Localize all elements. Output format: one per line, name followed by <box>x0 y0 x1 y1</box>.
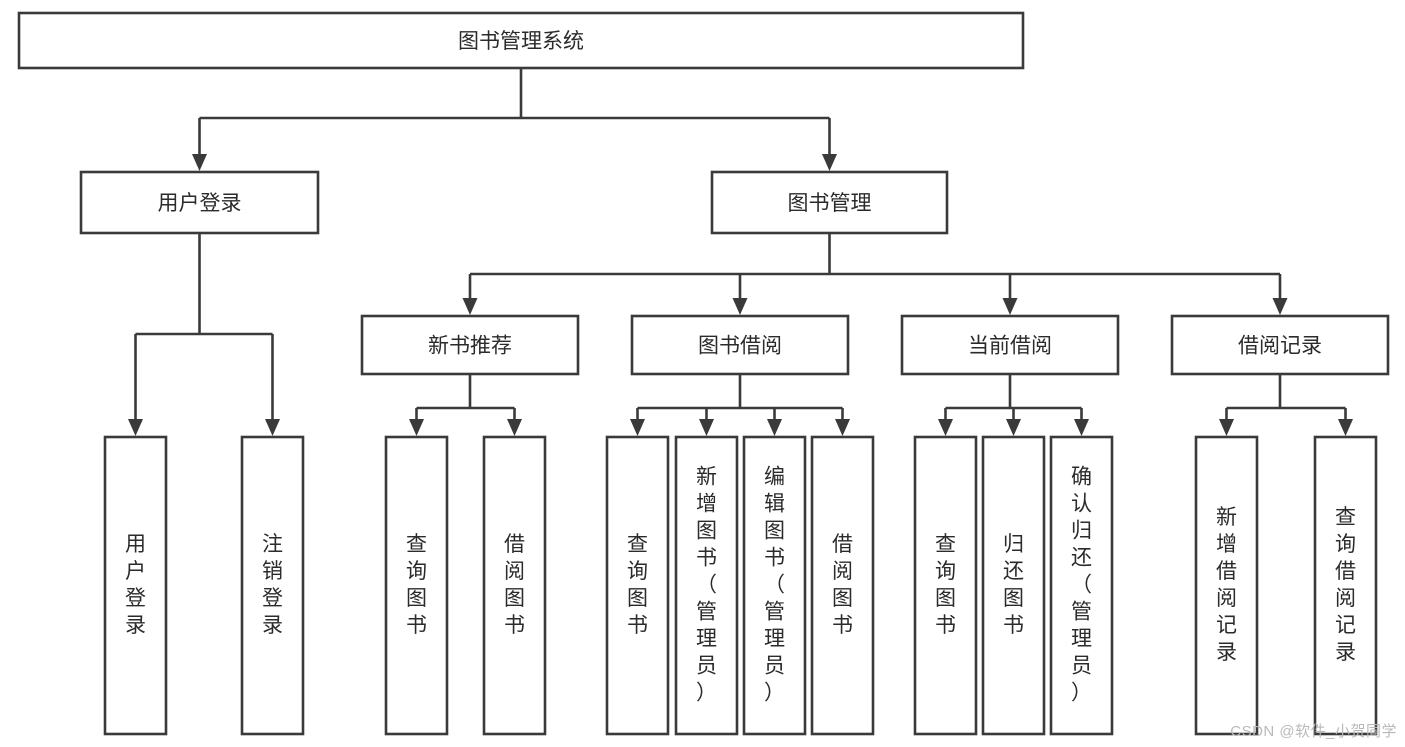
connector-layer <box>128 68 1353 436</box>
node-box[interactable] <box>1049 435 1114 736</box>
arrow-head-icon <box>507 419 522 436</box>
arrow-head-icon <box>1006 419 1021 436</box>
node-leaf-add-record[interactable]: 新增借阅记录 <box>1194 435 1259 736</box>
node-box[interactable] <box>674 435 739 736</box>
node-box[interactable] <box>900 314 1120 376</box>
arrow-head-icon <box>1074 419 1089 436</box>
node-label: 查询借阅记录 <box>1335 506 1356 664</box>
arrow-head-icon <box>192 154 207 171</box>
arrow-head-icon <box>1219 419 1234 436</box>
node-box[interactable] <box>482 435 547 736</box>
node-box[interactable] <box>605 435 670 736</box>
node-new-book-rec[interactable]: 新书推荐 <box>360 314 580 376</box>
connector-current-borrow-bus <box>938 374 1089 436</box>
node-box[interactable] <box>103 435 168 736</box>
connector-borrow-record-bus <box>1219 374 1353 436</box>
arrow-head-icon <box>699 419 714 436</box>
node-box[interactable] <box>810 435 875 736</box>
node-label: 归还图书 <box>1003 533 1024 637</box>
node-label: 借阅记录 <box>1238 335 1322 358</box>
arrow-head-icon <box>938 419 953 436</box>
node-leaf-user-login[interactable]: 用户登录 <box>103 435 168 736</box>
arrow-head-icon <box>265 419 280 436</box>
node-box[interactable] <box>384 435 449 736</box>
node-leaf-return-book[interactable]: 归还图书 <box>981 435 1046 736</box>
connector-new-book-rec-bus <box>409 374 522 436</box>
node-book-borrow[interactable]: 图书借阅 <box>630 314 850 376</box>
connector-root-bus <box>192 68 837 171</box>
connector-user-login-bus <box>128 233 280 436</box>
node-label: 当前借阅 <box>968 335 1052 358</box>
node-label: 查询图书 <box>406 533 427 637</box>
node-label: 用户登录 <box>158 192 242 215</box>
node-box[interactable] <box>742 435 807 736</box>
csdn-watermark: CSDN @软件_小贺同学 <box>1230 723 1397 740</box>
node-box[interactable] <box>981 435 1046 736</box>
node-label: 图书借阅 <box>698 335 782 358</box>
arrow-head-icon <box>1002 298 1018 315</box>
node-leaf-query-book-1[interactable]: 查询图书 <box>384 435 449 736</box>
node-user-login[interactable]: 用户登录 <box>79 170 320 235</box>
node-leaf-query-book-2[interactable]: 查询图书 <box>605 435 670 736</box>
node-label: 用户登录 <box>125 533 146 637</box>
node-label: 查询图书 <box>935 533 956 637</box>
node-root-root[interactable]: 图书管理系统 <box>17 11 1025 70</box>
arrow-head-icon <box>767 419 782 436</box>
node-layer: 图书管理系统用户登录图书管理新书推荐图书借阅当前借阅借阅记录用户登录注销登录查询… <box>17 11 1390 736</box>
node-label: 图书管理 <box>788 192 872 215</box>
node-leaf-logout[interactable]: 注销登录 <box>240 435 305 736</box>
node-leaf-edit-book[interactable]: 编辑图书（管理员） <box>742 435 807 736</box>
node-box[interactable] <box>240 435 305 736</box>
node-box[interactable] <box>17 11 1025 70</box>
node-box[interactable] <box>79 170 320 235</box>
node-leaf-confirm-return[interactable]: 确认归还（管理员） <box>1049 435 1114 736</box>
node-borrow-record[interactable]: 借阅记录 <box>1170 314 1390 376</box>
node-box[interactable] <box>710 170 949 235</box>
node-leaf-borrow-book-1[interactable]: 借阅图书 <box>482 435 547 736</box>
node-box[interactable] <box>630 314 850 376</box>
arrow-head-icon <box>732 298 748 315</box>
node-label: 新增借阅记录 <box>1216 506 1237 664</box>
node-label: 新增图书（管理员） <box>696 465 717 704</box>
node-label: 借阅图书 <box>832 533 853 637</box>
node-label: 确认归还（管理员） <box>1071 465 1092 704</box>
arrow-head-icon <box>128 419 143 436</box>
node-book-manage[interactable]: 图书管理 <box>710 170 949 235</box>
node-box[interactable] <box>1170 314 1390 376</box>
arrow-head-icon <box>835 419 850 436</box>
arrow-head-icon <box>409 419 424 436</box>
node-label: 查询图书 <box>627 533 648 637</box>
node-label: 图书管理系统 <box>458 30 584 53</box>
arrow-head-icon <box>1338 419 1353 436</box>
arrow-head-icon <box>630 419 645 436</box>
arrow-head-icon <box>1272 298 1288 315</box>
node-label: 新书推荐 <box>428 335 512 358</box>
node-box[interactable] <box>1313 435 1378 736</box>
node-label: 注销登录 <box>262 533 283 637</box>
node-leaf-query-record[interactable]: 查询借阅记录 <box>1313 435 1378 736</box>
node-label: 编辑图书（管理员） <box>764 465 785 704</box>
node-box[interactable] <box>913 435 978 736</box>
node-leaf-add-book[interactable]: 新增图书（管理员） <box>674 435 739 736</box>
connector-book-borrow-bus <box>630 374 850 436</box>
node-leaf-borrow-book-2[interactable]: 借阅图书 <box>810 435 875 736</box>
node-leaf-query-book-3[interactable]: 查询图书 <box>913 435 978 736</box>
node-label: 借阅图书 <box>504 533 525 637</box>
node-box[interactable] <box>1194 435 1259 736</box>
node-box[interactable] <box>360 314 580 376</box>
arrow-head-icon <box>462 298 478 315</box>
connector-book-manage-bus <box>462 233 1288 315</box>
arrow-head-icon <box>822 154 837 171</box>
node-current-borrow[interactable]: 当前借阅 <box>900 314 1120 376</box>
